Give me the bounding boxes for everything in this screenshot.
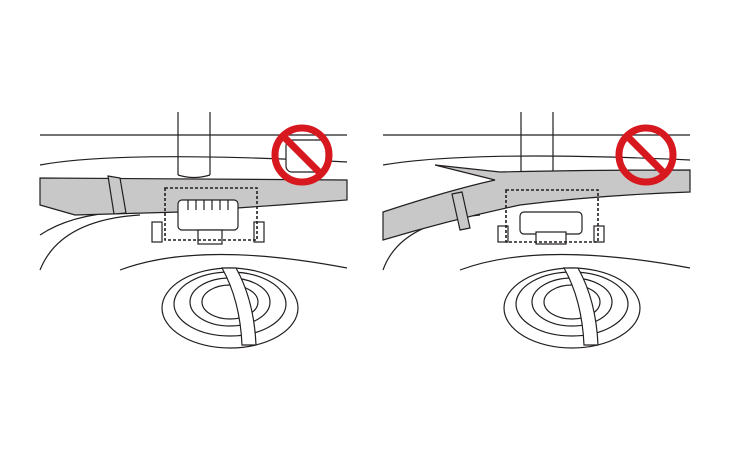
highlight-dashed-box bbox=[164, 187, 258, 241]
support-post bbox=[520, 112, 554, 175]
tub-floor-line bbox=[459, 253, 691, 271]
tub-curve bbox=[39, 211, 141, 271]
prohibition-icon bbox=[271, 124, 333, 186]
filter bbox=[503, 267, 641, 349]
spray-arm bbox=[382, 164, 691, 241]
panel-right bbox=[382, 112, 691, 349]
tub-floor-line bbox=[119, 253, 348, 271]
filter bbox=[161, 267, 299, 349]
arm-band bbox=[107, 175, 127, 215]
arm-band bbox=[451, 191, 471, 231]
prohibition-icon bbox=[615, 124, 677, 186]
panel-left bbox=[39, 112, 348, 349]
support-post bbox=[177, 112, 211, 179]
highlight-dashed-box bbox=[505, 189, 599, 243]
tub-rack-line bbox=[382, 155, 691, 166]
hub bbox=[497, 211, 605, 245]
